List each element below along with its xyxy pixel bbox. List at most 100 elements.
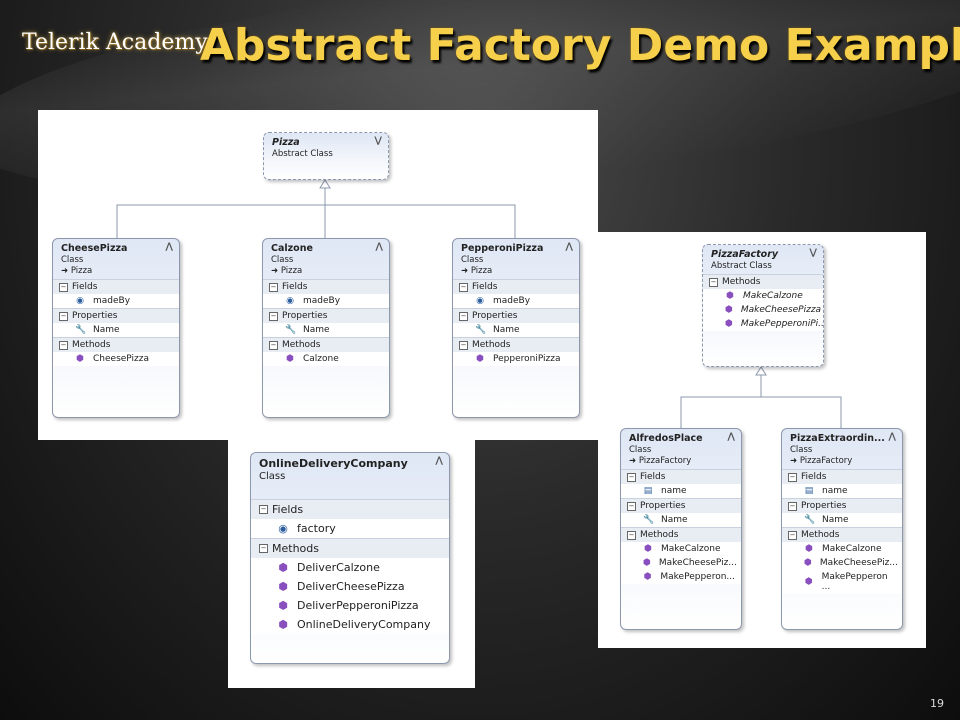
chevron-down-icon[interactable]: ⋁ <box>374 136 382 146</box>
class-box-alfredosplace[interactable]: AlfredosPlace Class ➜ PizzaFactory ⋀ −Fi… <box>620 428 742 630</box>
method-cube-icon: ⬢ <box>726 291 734 301</box>
field-icon: ◉ <box>286 296 294 306</box>
collapse-icon: − <box>259 505 268 514</box>
method-cube-icon: ⬢ <box>76 354 84 364</box>
class-kind: Class <box>629 445 652 455</box>
class-box-onlinedeliverycompany[interactable]: OnlineDeliveryCompany Class ⋀ −Fields ◉f… <box>250 452 450 664</box>
method-cube-icon: ⬢ <box>644 544 652 554</box>
class-kind: Class <box>461 255 484 265</box>
class-kind: Class <box>790 445 813 455</box>
fields-section-header[interactable]: −Fields <box>621 469 741 484</box>
method-row[interactable]: ⬢CheesePizza <box>53 352 179 366</box>
method-cube-icon: ⬢ <box>286 354 294 364</box>
properties-section-header[interactable]: −Properties <box>782 498 902 513</box>
base-class: ➜ Pizza <box>61 266 93 276</box>
class-name: Pizza <box>272 137 300 148</box>
method-row[interactable]: ⬢PepperoniPizza <box>453 352 579 366</box>
base-class: ➜ Pizza <box>271 266 303 276</box>
collapse-icon: − <box>709 277 718 287</box>
class-name: PizzaExtraordin... <box>790 433 885 444</box>
wrench-icon: 🔧 <box>285 325 297 335</box>
class-box-cheesepizza[interactable]: CheesePizza Class ➜ Pizza ⋀ −Fields ◉mad… <box>52 238 180 418</box>
collapse-icon: − <box>269 311 278 321</box>
class-box-pizzaextraordinaire[interactable]: PizzaExtraordin... Class ➜ PizzaFactory … <box>781 428 903 630</box>
class-name: OnlineDeliveryCompany <box>259 457 408 470</box>
property-row[interactable]: 🔧Name <box>53 323 179 337</box>
field-row[interactable]: ▤name <box>782 484 902 498</box>
field-row[interactable]: ◉madeBy <box>53 294 179 308</box>
class-name: AlfredosPlace <box>629 433 703 444</box>
chevron-up-icon[interactable]: ⋀ <box>165 242 173 252</box>
base-class: ➜ Pizza <box>461 266 493 276</box>
properties-section-header[interactable]: −Properties <box>53 308 179 323</box>
collapse-icon: − <box>788 501 797 511</box>
methods-section-header[interactable]: −Methods <box>251 538 449 558</box>
methods-section-header[interactable]: −Methods <box>263 337 389 352</box>
base-class: ➜ PizzaFactory <box>790 456 853 466</box>
field-row[interactable]: ◉madeBy <box>263 294 389 308</box>
pizza-hierarchy-panel: Pizza Abstract Class ⋁ CheesePizza Class… <box>38 110 598 440</box>
method-cube-icon: ⬢ <box>278 617 288 631</box>
method-row[interactable]: ⬢MakePepperoniPi... <box>703 317 823 331</box>
method-row[interactable]: ⬢MakeCheesePizza <box>703 303 823 317</box>
chevron-up-icon[interactable]: ⋀ <box>565 242 573 252</box>
property-row[interactable]: 🔧Name <box>782 513 902 527</box>
method-row[interactable]: ⬢OnlineDeliveryCompany <box>251 615 449 634</box>
class-box-pizzafactory[interactable]: PizzaFactory Abstract Class ⋁ −Methods ⬢… <box>702 244 824 367</box>
field-icon: ▤ <box>804 486 814 496</box>
fields-section-header[interactable]: −Fields <box>251 499 449 519</box>
field-icon: ▤ <box>643 486 653 496</box>
field-icon: ◉ <box>278 521 288 535</box>
properties-section-header[interactable]: −Properties <box>621 498 741 513</box>
methods-section-header[interactable]: −Methods <box>703 274 823 289</box>
property-row[interactable]: 🔧Name <box>453 323 579 337</box>
collapse-icon: − <box>788 472 797 482</box>
field-row[interactable]: ◉madeBy <box>453 294 579 308</box>
method-row[interactable]: ⬢MakeCheesePiz... <box>782 556 902 570</box>
chevron-up-icon[interactable]: ⋀ <box>435 456 443 466</box>
method-row[interactable]: ⬢MakePepperon ... <box>782 570 902 594</box>
method-row[interactable]: ⬢MakeCalzone <box>621 542 741 556</box>
class-kind: Class <box>61 255 84 265</box>
collapse-icon: − <box>627 530 636 540</box>
methods-section-header[interactable]: −Methods <box>782 527 902 542</box>
wrench-icon: 🔧 <box>75 325 87 335</box>
methods-section-header[interactable]: −Methods <box>621 527 741 542</box>
fields-section-header[interactable]: −Fields <box>53 279 179 294</box>
field-row[interactable]: ▤name <box>621 484 741 498</box>
fields-section-header[interactable]: −Fields <box>782 469 902 484</box>
method-row[interactable]: ⬢MakeCheesePiz... <box>621 556 741 570</box>
properties-section-header[interactable]: −Properties <box>263 308 389 323</box>
fields-section-header[interactable]: −Fields <box>453 279 579 294</box>
fields-section-header[interactable]: −Fields <box>263 279 389 294</box>
chevron-down-icon[interactable]: ⋁ <box>809 248 817 258</box>
method-row[interactable]: ⬢MakeCalzone <box>703 289 823 303</box>
delivery-company-panel: OnlineDeliveryCompany Class ⋀ −Fields ◉f… <box>228 436 475 688</box>
method-row[interactable]: ⬢DeliverCalzone <box>251 558 449 577</box>
properties-section-header[interactable]: −Properties <box>453 308 579 323</box>
class-box-pepperonipizza[interactable]: PepperoniPizza Class ➜ Pizza ⋀ −Fields ◉… <box>452 238 580 418</box>
field-row[interactable]: ◉factory <box>251 519 449 538</box>
method-row[interactable]: ⬢MakeCalzone <box>782 542 902 556</box>
chevron-up-icon[interactable]: ⋀ <box>727 432 735 442</box>
method-cube-icon: ⬢ <box>476 354 484 364</box>
methods-section-header[interactable]: −Methods <box>453 337 579 352</box>
method-cube-icon: ⬢ <box>805 544 813 554</box>
class-box-calzone[interactable]: Calzone Class ➜ Pizza ⋀ −Fields ◉madeBy … <box>262 238 390 418</box>
chevron-up-icon[interactable]: ⋀ <box>375 242 383 252</box>
method-row[interactable]: ⬢DeliverPepperoniPizza <box>251 596 449 615</box>
field-icon: ◉ <box>476 296 484 306</box>
method-row[interactable]: ⬢MakePepperon... <box>621 570 741 584</box>
methods-section-header[interactable]: −Methods <box>53 337 179 352</box>
method-row[interactable]: ⬢DeliverCheesePizza <box>251 577 449 596</box>
base-class: ➜ PizzaFactory <box>629 456 692 466</box>
page-number: 19 <box>930 697 944 710</box>
property-row[interactable]: 🔧Name <box>263 323 389 337</box>
class-box-pizza[interactable]: Pizza Abstract Class ⋁ <box>263 132 389 180</box>
wrench-icon: 🔧 <box>804 515 816 525</box>
method-cube-icon: ⬢ <box>278 598 288 612</box>
method-row[interactable]: ⬢Calzone <box>263 352 389 366</box>
property-row[interactable]: 🔧Name <box>621 513 741 527</box>
inheritance-arrow-icon <box>755 366 767 376</box>
chevron-up-icon[interactable]: ⋀ <box>888 432 896 442</box>
